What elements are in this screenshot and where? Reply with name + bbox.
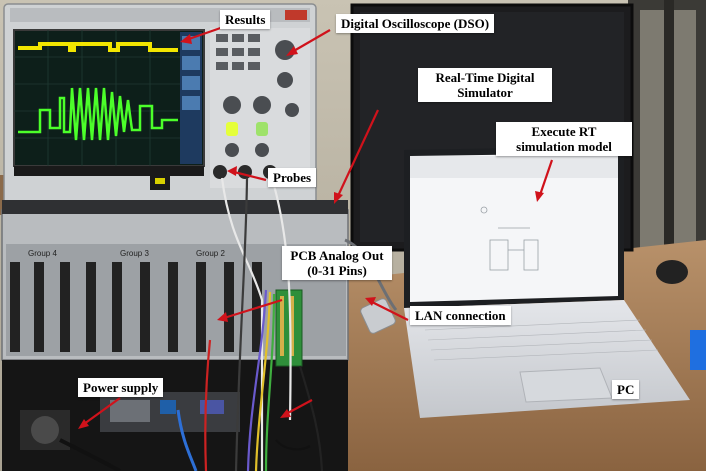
group-4-label: Group 4 xyxy=(28,249,57,258)
label-rtds-line1: Real-Time Digital xyxy=(435,70,535,85)
group-3-label: Group 3 xyxy=(120,249,149,258)
arrow-execute xyxy=(538,159,554,196)
label-rtds: Real-Time Digital Simulator xyxy=(418,68,552,102)
rtds-top xyxy=(2,200,348,214)
probe-wires xyxy=(204,177,324,471)
arrow-probes xyxy=(233,170,267,182)
label-probes: Probes xyxy=(268,168,317,187)
scope-display xyxy=(13,29,205,167)
laptop-touchpad xyxy=(519,367,613,403)
label-dso: Digital Oscilloscope (DSO) xyxy=(336,14,495,33)
label-pcb-line2: (0-31 Pins) xyxy=(307,263,367,278)
arrow-power xyxy=(83,397,121,425)
arrow-dso xyxy=(291,29,331,53)
label-execute-line1: Execute RT xyxy=(531,124,597,139)
arrow-lan xyxy=(371,301,409,321)
label-pcb: PCB Analog Out (0-31 Pins) xyxy=(282,246,392,280)
label-rtds-line2: Simulator xyxy=(457,85,513,100)
window-mullion xyxy=(664,0,674,260)
arrow-extra xyxy=(285,399,313,415)
scope-bezel-bottom xyxy=(14,166,204,176)
laptop-screen xyxy=(410,153,618,302)
scope-power-key xyxy=(285,10,307,20)
label-power: Power supply xyxy=(78,378,164,397)
label-execute: Execute RT simulation model xyxy=(496,122,632,156)
label-lan: LAN connection xyxy=(410,306,511,325)
label-pcb-line1: PCB Analog Out xyxy=(290,248,384,263)
green-trace xyxy=(18,87,178,141)
label-results: Results xyxy=(220,10,271,29)
label-pc: PC xyxy=(612,380,640,399)
group-2-label: Group 2 xyxy=(196,249,225,258)
yellow-trace xyxy=(18,42,178,52)
arrow-rtds xyxy=(337,109,379,197)
label-execute-line2: simulation model xyxy=(516,139,612,154)
arrow-pcb xyxy=(223,298,283,320)
